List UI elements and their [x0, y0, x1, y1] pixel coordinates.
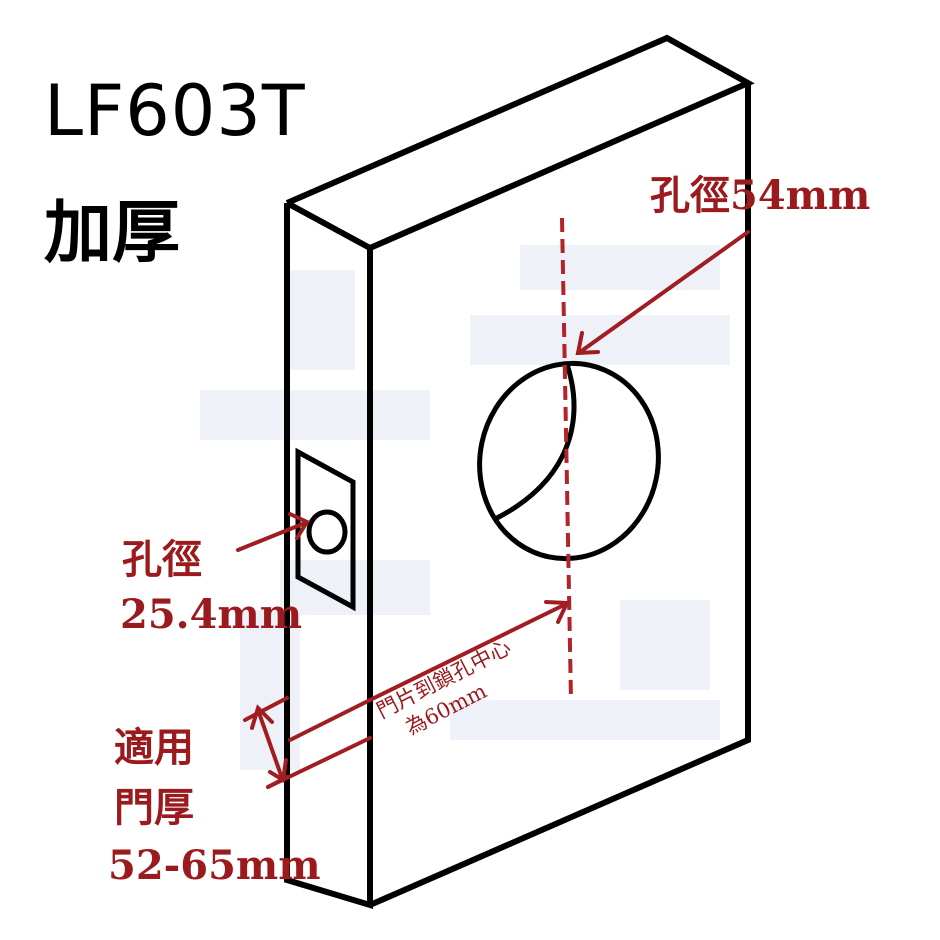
annotation-arrows	[236, 230, 750, 789]
door-thickness-value: 52-65mm	[108, 842, 321, 889]
door-thickness-label-2: 門厚	[114, 784, 194, 831]
main-bore	[477, 360, 661, 562]
side-hole-value: 25.4mm	[120, 591, 303, 638]
variant-label: 加厚	[44, 194, 181, 273]
side-hole-label: 孔徑	[122, 536, 202, 583]
center-line	[560, 217, 573, 701]
main-hole-diameter-label: 孔徑54mm	[650, 172, 871, 219]
model-number: LF603T	[44, 70, 306, 152]
latch-hole	[306, 509, 348, 555]
door-thickness-label-1: 適用	[114, 724, 194, 771]
door-outline	[284, 34, 755, 910]
